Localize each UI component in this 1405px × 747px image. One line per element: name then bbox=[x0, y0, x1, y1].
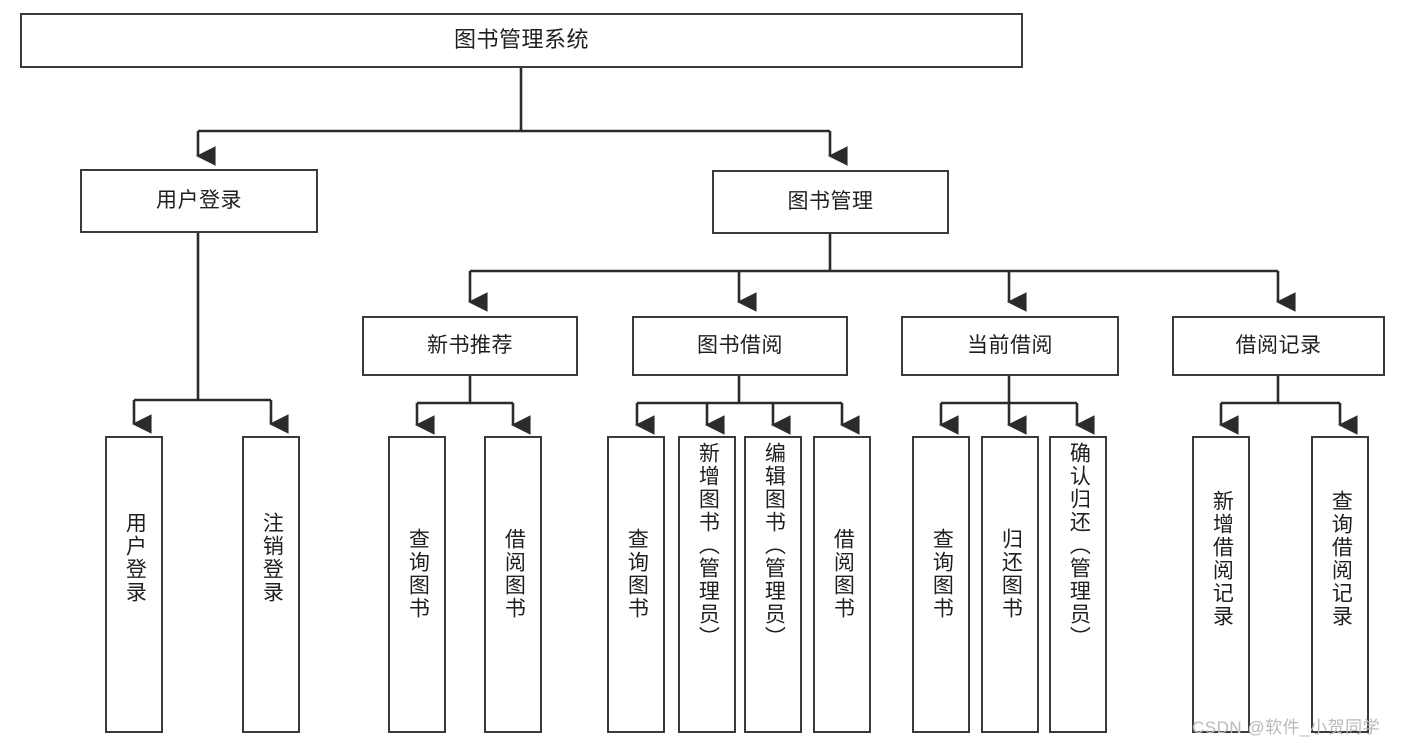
leaf-add-book-admin[interactable]: 新增图书（管理员） bbox=[678, 436, 736, 733]
node-label: 用户登录 bbox=[123, 512, 147, 604]
node-label: 新增借阅记录 bbox=[1210, 490, 1234, 628]
node-label: 图书借阅 bbox=[697, 334, 783, 358]
node-label: 查询图书 bbox=[930, 528, 954, 620]
node-label: 查询图书 bbox=[625, 528, 649, 620]
leaf-confirm-return-admin[interactable]: 确认归还（管理员） bbox=[1049, 436, 1107, 733]
leaf-add-borrow-record[interactable]: 新增借阅记录 bbox=[1192, 436, 1250, 733]
node-current-borrow[interactable]: 当前借阅 bbox=[901, 316, 1119, 376]
node-user-login[interactable]: 用户登录 bbox=[80, 169, 318, 233]
leaf-return-book[interactable]: 归还图书 bbox=[981, 436, 1039, 733]
node-new-book-recommend[interactable]: 新书推荐 bbox=[362, 316, 578, 376]
node-label: 确认归还（管理员） bbox=[1067, 442, 1091, 649]
node-root-book-management-system[interactable]: 图书管理系统 bbox=[20, 13, 1023, 68]
node-label: 查询图书 bbox=[406, 528, 430, 620]
node-label: 图书管理系统 bbox=[453, 27, 589, 53]
leaf-query-book-current[interactable]: 查询图书 bbox=[912, 436, 970, 733]
csdn-watermark: CSDN @软件_小贺同学 bbox=[1192, 718, 1381, 737]
leaf-user-login[interactable]: 用户登录 bbox=[105, 436, 163, 733]
node-label: 借阅图书 bbox=[831, 528, 855, 620]
node-label: 当前借阅 bbox=[967, 334, 1053, 358]
node-label: 查询借阅记录 bbox=[1329, 490, 1353, 628]
leaf-edit-book-admin[interactable]: 编辑图书（管理员） bbox=[744, 436, 802, 733]
node-label: 用户登录 bbox=[156, 189, 242, 213]
node-label: 借阅记录 bbox=[1235, 334, 1322, 358]
leaf-query-book-borrow[interactable]: 查询图书 bbox=[607, 436, 665, 733]
node-book-management[interactable]: 图书管理 bbox=[712, 170, 949, 234]
node-label: 图书管理 bbox=[787, 190, 874, 214]
node-label: 新增图书（管理员） bbox=[696, 442, 720, 649]
leaf-logout-login[interactable]: 注销登录 bbox=[242, 436, 300, 733]
node-label: 编辑图书（管理员） bbox=[762, 442, 786, 649]
leaf-borrow-book-borrow[interactable]: 借阅图书 bbox=[813, 436, 871, 733]
node-label: 借阅图书 bbox=[502, 528, 526, 620]
node-label: 新书推荐 bbox=[427, 334, 513, 358]
node-label: 注销登录 bbox=[260, 512, 284, 604]
node-label: 归还图书 bbox=[999, 528, 1023, 620]
leaf-query-borrow-record[interactable]: 查询借阅记录 bbox=[1311, 436, 1369, 733]
leaf-borrow-book-recommend[interactable]: 借阅图书 bbox=[484, 436, 542, 733]
node-borrow-record[interactable]: 借阅记录 bbox=[1172, 316, 1385, 376]
leaf-query-book-recommend[interactable]: 查询图书 bbox=[388, 436, 446, 733]
node-book-borrow[interactable]: 图书借阅 bbox=[632, 316, 848, 376]
